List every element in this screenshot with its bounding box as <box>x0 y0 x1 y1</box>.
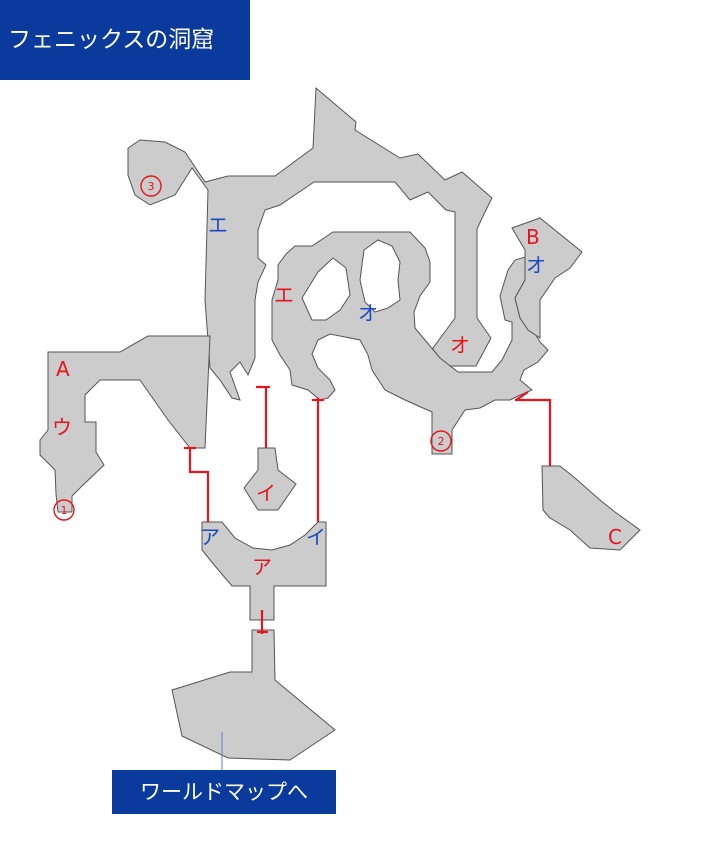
cave-area-east <box>541 465 641 551</box>
marker-3: 3 <box>140 175 162 197</box>
cave-area-northwest <box>127 86 493 401</box>
cave-pocket-i <box>243 447 297 511</box>
label-a: A <box>56 357 70 381</box>
cave-pillar-left <box>301 257 351 321</box>
label-o-right: オ <box>526 253 546 277</box>
label-a-hub-left: ア <box>200 525 220 549</box>
cave-area-central <box>271 231 549 455</box>
label-b: B <box>526 225 540 249</box>
label-i-pocket: イ <box>256 481 276 505</box>
label-u: ウ <box>52 415 72 439</box>
label-e-inner: エ <box>274 283 294 307</box>
map-title: フェニックスの洞窟 <box>0 0 250 80</box>
label-e-upper: エ <box>208 213 228 237</box>
cave-hub <box>201 521 327 621</box>
svg-text:3: 3 <box>148 180 155 193</box>
cave-exit-chamber <box>171 629 336 761</box>
label-i-hub-right: イ <box>306 525 326 549</box>
marker-1: 1 <box>53 499 75 521</box>
label-o-pocket: オ <box>450 333 470 357</box>
label-o-inner: オ <box>358 301 378 325</box>
cave-pillar-right <box>359 239 401 313</box>
svg-text:2: 2 <box>438 435 445 448</box>
label-c: C <box>608 525 622 549</box>
marker-2: 2 <box>430 430 452 452</box>
connector-lines <box>184 385 552 634</box>
svg-text:1: 1 <box>61 504 68 517</box>
cave-area-northeast <box>511 217 583 339</box>
cave-area-west <box>39 335 211 513</box>
world-map-exit-label[interactable]: ワールドマップへ <box>112 770 336 814</box>
label-a-hub-center: ア <box>252 555 272 579</box>
